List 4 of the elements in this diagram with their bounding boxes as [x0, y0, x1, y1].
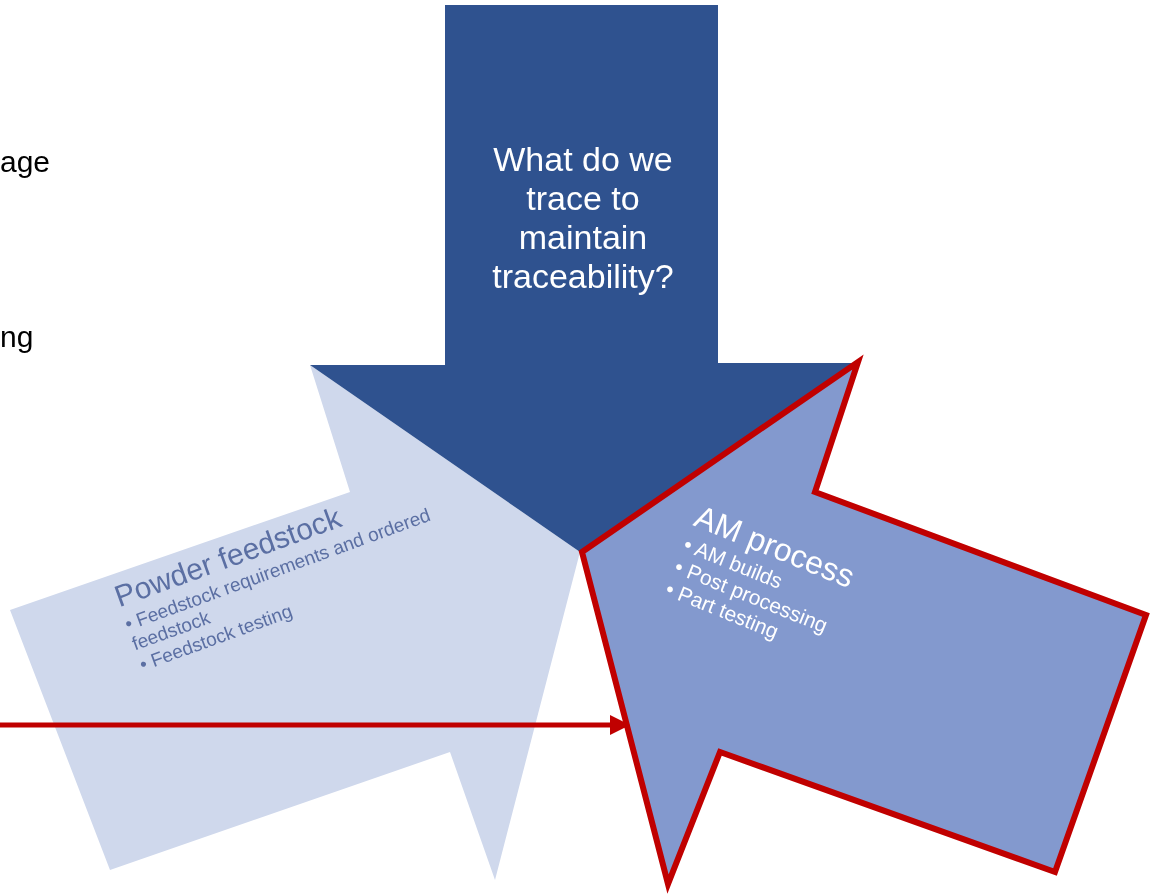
- text-fragment: age: [0, 145, 51, 179]
- arrow-text: What do we trace to maintain traceability?: [491, 140, 675, 297]
- arrow: [0, 715, 630, 735]
- text-fragment: ng: [0, 320, 34, 354]
